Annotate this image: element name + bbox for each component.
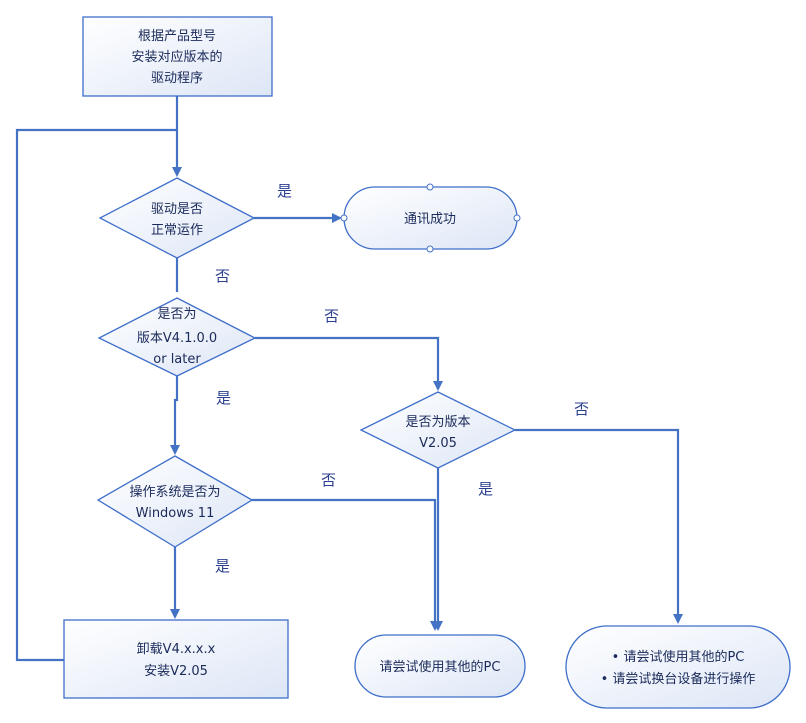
edge-win11-no	[252, 498, 440, 631]
label-driver-ok-no: 否	[215, 267, 230, 285]
node-install-driver-line-1: 根据产品型号	[138, 29, 216, 44]
node-is-v205-line-1: 是否为版本	[405, 415, 470, 430]
connector-dot-right	[513, 214, 521, 222]
node-install-driver: 根据产品型号 安装对应版本的 驱动程序	[82, 16, 273, 97]
node-try-other-options-line-2: • 请尝试换台设备进行操作	[601, 671, 756, 687]
label-v410-yes: 是	[216, 389, 231, 407]
node-try-other-pc: 请尝试使用其他的PC	[354, 634, 526, 698]
label-win11-yes: 是	[215, 557, 230, 575]
label-v205-yes: 是	[478, 480, 493, 498]
edges	[15, 96, 683, 662]
node-driver-ok-line-2: 正常运作	[151, 223, 203, 238]
node-is-v205: 是否为版本 V2.05	[359, 391, 517, 469]
edge-v410-yes	[170, 376, 180, 455]
label-driver-ok-yes: 是	[277, 182, 292, 200]
node-is-v205-line-2: V2.05	[419, 436, 457, 451]
label-v205-no: 否	[574, 400, 589, 418]
node-is-win11: 操作系统是否为 Windows 11	[96, 455, 254, 548]
node-is-win11-line-1: 操作系统是否为	[129, 484, 220, 500]
node-uninstall-line-1: 卸载V4.x.x.x	[137, 641, 216, 657]
connector-dot-left	[340, 214, 348, 222]
node-uninstall: 卸载V4.x.x.x 安装V2.05	[63, 619, 289, 699]
edge-v410-no	[255, 336, 443, 391]
node-is-v410-line-3: or later	[153, 352, 201, 367]
node-is-win11-line-2: Windows 11	[136, 506, 215, 521]
connector-dot-top	[426, 183, 434, 191]
edge-v205-no	[515, 428, 683, 624]
node-try-other-pc-label: 请尝试使用其他的PC	[380, 659, 501, 675]
node-install-driver-line-3: 驱动程序	[151, 71, 203, 86]
label-v410-no: 否	[324, 307, 339, 325]
edge-labels: 是 否 否 是 否 是 否 是	[215, 182, 589, 575]
node-is-v410-line-1: 是否为	[157, 307, 196, 322]
label-win11-no: 否	[321, 471, 336, 489]
node-uninstall-line-2: 安装V2.05	[144, 664, 208, 679]
node-try-other-options-line-1: • 请尝试使用其他的PC	[612, 649, 745, 665]
connector-dot-bottom	[426, 245, 434, 253]
edge-uninstall-loop-back	[15, 128, 177, 662]
node-comm-success-label: 通讯成功	[404, 212, 456, 227]
node-install-driver-line-2: 安装对应版本的	[131, 49, 222, 65]
node-is-v410-line-2: 版本V4.1.0.0	[137, 331, 217, 346]
node-driver-ok-line-1: 驱动是否	[151, 202, 203, 217]
node-driver-ok: 驱动是否 正常运作	[98, 177, 256, 259]
node-is-v410: 是否为 版本V4.1.0.0 or later	[97, 297, 257, 377]
node-comm-success: 通讯成功	[340, 183, 521, 253]
node-try-other-options: • 请尝试使用其他的PC • 请尝试换台设备进行操作	[565, 625, 791, 709]
